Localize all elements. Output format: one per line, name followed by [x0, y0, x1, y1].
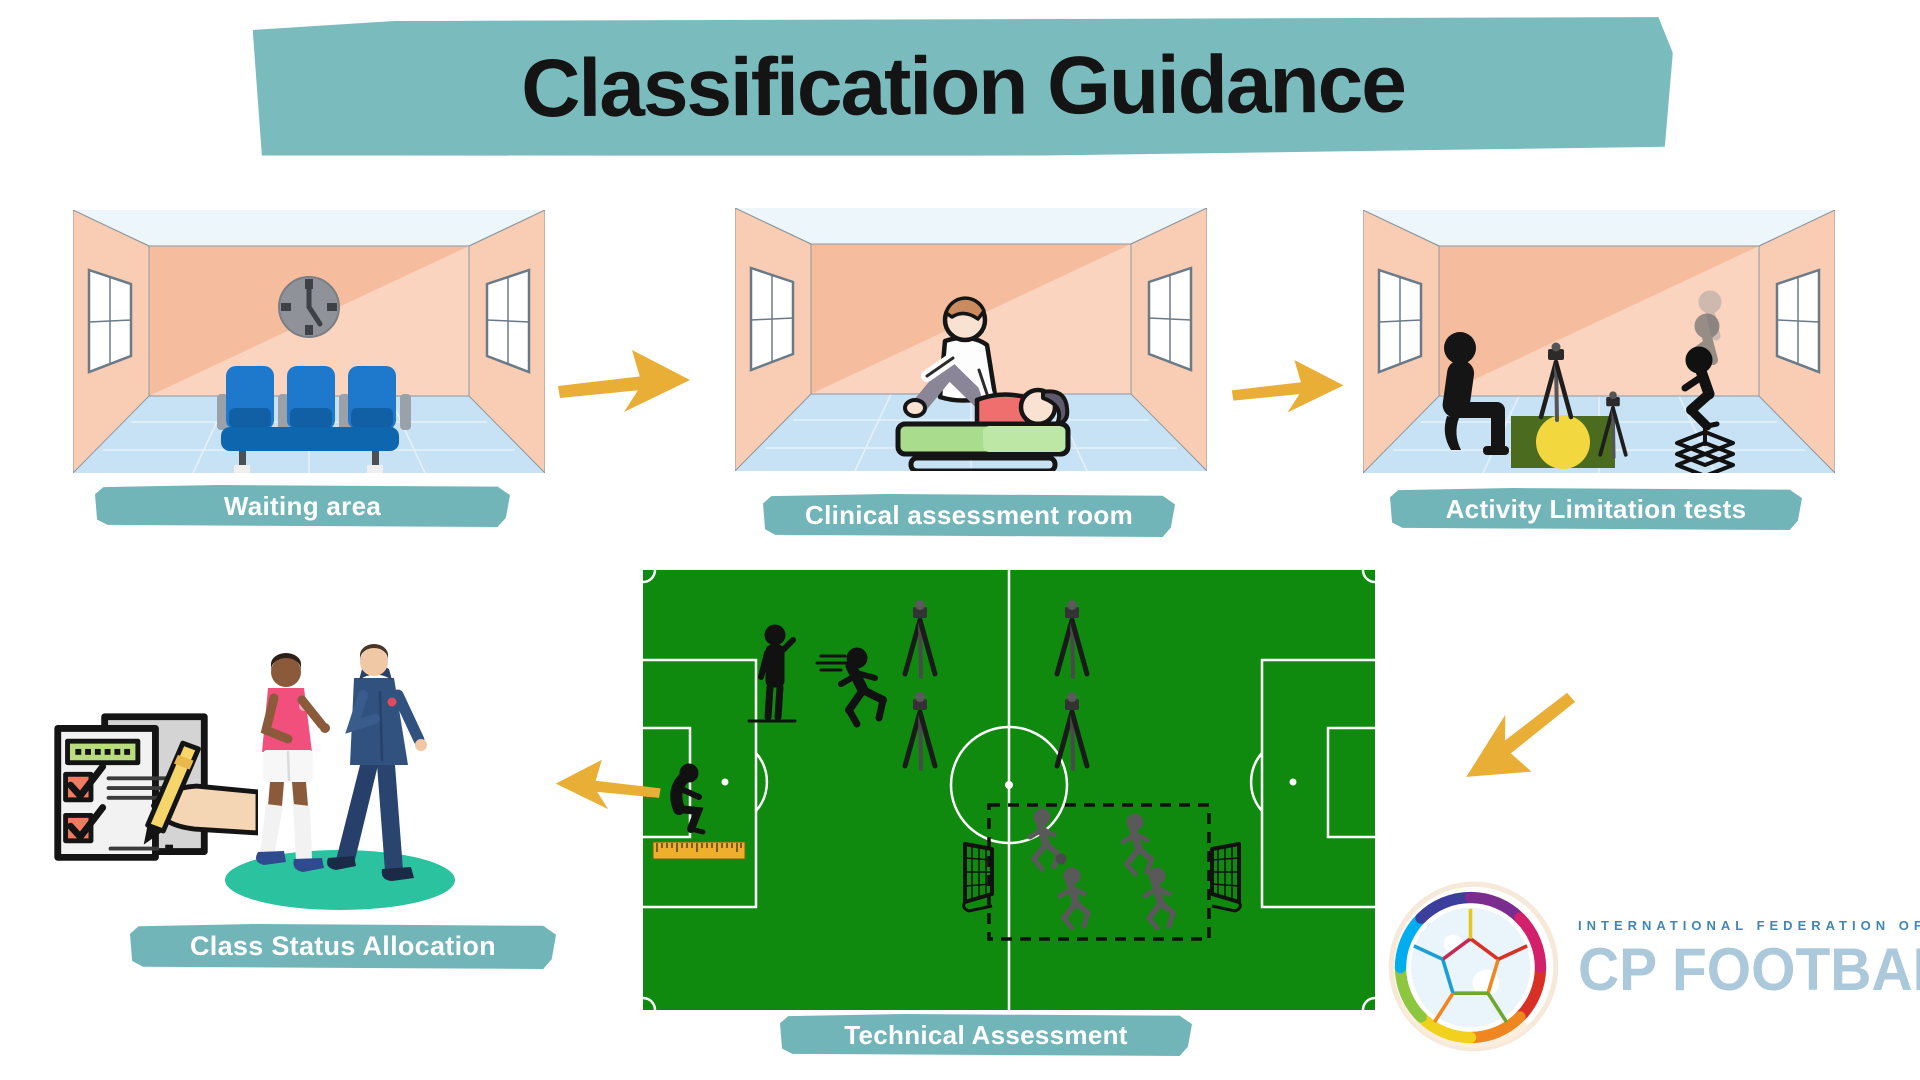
clock-icon: [278, 276, 340, 338]
title-banner: Classification Guidance: [253, 14, 1674, 159]
arrow-right-icon: [1231, 359, 1344, 413]
gray-runner-icon: [1120, 813, 1154, 877]
window-right-icon: [485, 268, 531, 374]
pitch-markings: [643, 570, 1375, 1010]
gray-runner-icon: [1142, 867, 1176, 931]
checklist-icon: [54, 713, 258, 861]
referee-icon: [747, 624, 797, 723]
clinical-assessment-illustration: [735, 208, 1207, 471]
arrow-down-left-icon: [1466, 692, 1576, 777]
label-technical-assessment: Technical Assessment: [780, 1014, 1192, 1056]
speed-lines: [815, 654, 849, 672]
mini-goal-icon: [962, 842, 994, 913]
logo-federation-line: INTERNATIONAL FEDERATION OF: [1578, 918, 1920, 933]
label-waiting-area: Waiting area: [95, 485, 510, 527]
label-activity-limitation-tests: Activity Limitation tests: [1390, 488, 1802, 530]
label-clinical-assessment-room: Clinical assessment room: [763, 494, 1175, 537]
player-figure: [256, 653, 330, 872]
label-text: Clinical assessment room: [805, 500, 1133, 530]
activity-limitation-illustration: [1363, 210, 1835, 473]
running-player-icon: [838, 647, 887, 728]
label-text: Waiting area: [223, 490, 382, 521]
window-right-icon: [1775, 268, 1821, 374]
ball-icon: [1055, 853, 1067, 865]
players-walking-icon: [225, 644, 455, 910]
label-text: Activity Limitation tests: [1445, 493, 1747, 524]
window-left-icon: [749, 266, 795, 372]
waiting-area-illustration: [73, 210, 545, 473]
classifier-figure: [327, 644, 427, 881]
logo-org-name: CP FOOTBALL: [1578, 936, 1920, 1003]
target-mat-icon: [1511, 415, 1615, 469]
camera-tripod-icon: [1538, 342, 1574, 422]
camera-tripod-icon: [902, 692, 938, 771]
label-text: Technical Assessment: [844, 1019, 1128, 1050]
gray-runner-icon: [1027, 808, 1061, 872]
arrow-right-icon: [558, 350, 690, 412]
window-left-icon: [1377, 268, 1423, 374]
label-text: Class Status Allocation: [190, 931, 496, 961]
camera-tripod-icon: [1054, 600, 1090, 679]
physio-exam-icon: [895, 296, 1071, 471]
mini-goal-icon: [1210, 842, 1242, 913]
drill-zone-outline: [987, 803, 1211, 941]
page-title: Classification Guidance: [520, 38, 1406, 135]
waiting-chairs-icon: [217, 366, 411, 473]
cp-football-ball-icon: [1388, 881, 1558, 1052]
camera-tripod-icon: [1054, 692, 1090, 771]
seated-observer-icon: [1442, 332, 1509, 455]
window-left-icon: [87, 268, 133, 374]
camera-tripod-icon: [902, 600, 938, 679]
hand-pencil-icon: [143, 740, 258, 845]
camera-tripod-icon: [1598, 391, 1628, 460]
label-class-status-allocation: Class Status Allocation: [130, 924, 556, 969]
soccer-pitch-icon: [643, 570, 1375, 1010]
gray-runner-icon: [1057, 867, 1091, 931]
crouch-test-icon: [670, 763, 706, 835]
cp-football-logo-text: INTERNATIONAL FEDERATION OF CP FOOTBALL: [1578, 918, 1920, 1004]
arrow-left-icon: [555, 759, 661, 810]
jump-test-icon: [1675, 290, 1735, 473]
window-right-icon: [1147, 266, 1193, 372]
ruler-icon: [652, 841, 746, 860]
